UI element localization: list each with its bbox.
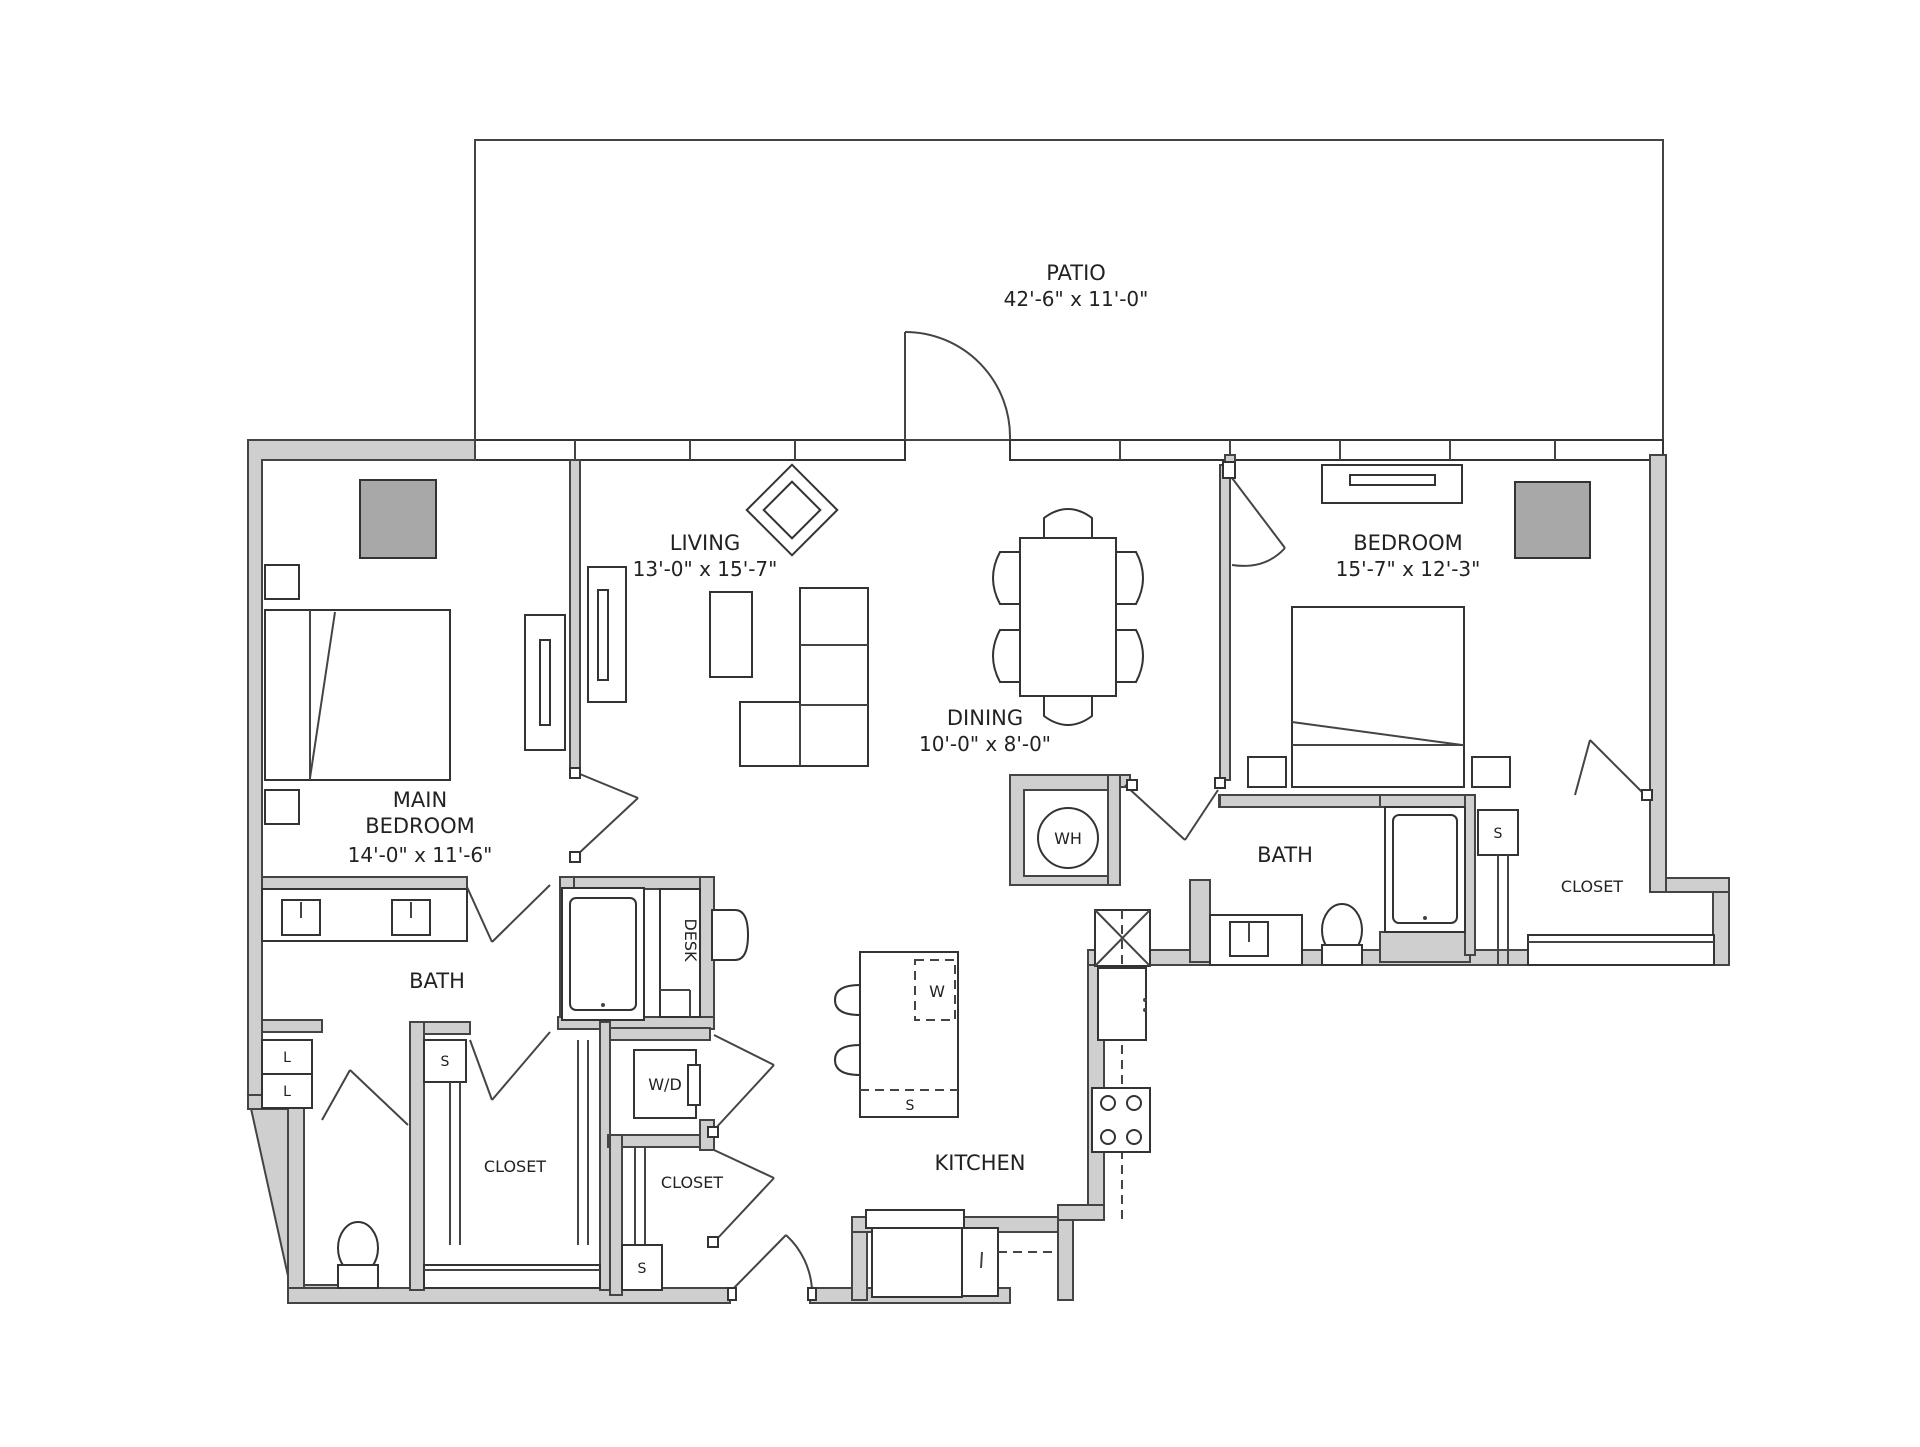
dining-dims: 10'-0" x 8'-0"	[919, 732, 1051, 756]
dining-name: DINING	[947, 706, 1023, 730]
laundry: W/D	[633, 1034, 775, 1138]
main-bath-wc-door	[321, 1069, 409, 1126]
patio-door	[904, 331, 1012, 441]
dishwasher-label: W	[929, 982, 945, 1001]
entry-door	[727, 1234, 817, 1301]
dining-chairs	[992, 508, 1144, 726]
desk-chair	[711, 909, 750, 961]
hall-closet-name: CLOSET	[661, 1173, 723, 1192]
main-bath-vanity	[261, 888, 468, 942]
nightstand-right	[1471, 756, 1511, 788]
linen-shelves: L L	[261, 1039, 313, 1109]
tv-console	[587, 566, 627, 703]
main-bedroom-name-line1: MAIN	[393, 788, 447, 812]
patio-name: PATIO	[1046, 261, 1106, 285]
dining-table	[1019, 537, 1117, 697]
nightstand-left	[1247, 756, 1287, 788]
hall-closet-shelf-label: S	[638, 1261, 647, 1277]
kitchen-name: KITCHEN	[935, 1151, 1026, 1175]
main-bedroom-dims: 14'-0" x 11'-6"	[348, 843, 493, 867]
main-closet-door	[469, 1031, 551, 1101]
interior-walls	[261, 454, 1381, 1296]
living-room: LIVING 13'-0" x 15'-7"	[587, 463, 869, 767]
wall-right	[1649, 454, 1667, 893]
second-bath-vanity	[1209, 914, 1303, 966]
bedroom-closet-name: CLOSET	[1561, 877, 1623, 896]
bedroom-closet-shelf-label: S	[1494, 826, 1503, 842]
main-bedroom-window-seat	[359, 479, 437, 559]
main-bedroom-door	[569, 767, 639, 863]
dining-room: DINING 10'-0" x 8'-0"	[919, 508, 1144, 756]
water-heater: WH	[1037, 777, 1226, 869]
main-closet-name: CLOSET	[484, 1157, 546, 1176]
sofa	[739, 587, 869, 767]
desk-nook: DESK	[659, 888, 750, 1018]
kitchen-sink	[1097, 967, 1147, 1041]
main-closet: S CLOSET	[423, 1031, 601, 1289]
linen-label-1: L	[283, 1050, 291, 1066]
second-bath-tub	[1384, 806, 1466, 933]
kitchen-counter	[1091, 909, 1151, 1220]
kitchen-island: W S	[859, 951, 959, 1118]
bedroom: BEDROOM 15'-7" x 12'-3"	[1222, 461, 1653, 801]
main-bath-tub	[561, 887, 645, 1021]
hall-closet: S CLOSET	[621, 1147, 775, 1291]
bedroom-dims: 15'-7" x 12'-3"	[1336, 557, 1481, 581]
water-heater-label: WH	[1054, 829, 1082, 848]
main-bedroom-name-line2: BEDROOM	[365, 814, 475, 838]
bedroom-door	[1222, 461, 1286, 567]
linen-label-2: L	[283, 1084, 291, 1100]
cooktop	[1091, 1087, 1151, 1153]
patio-dims: 42'-6" x 11'-0"	[1004, 287, 1149, 311]
main-bath-toilet	[337, 1221, 379, 1289]
bedroom-window-seat	[1514, 481, 1591, 559]
hall-closet-door	[707, 1149, 775, 1248]
washer-dryer-label: W/D	[648, 1075, 682, 1094]
island-sink-label: S	[906, 1098, 915, 1114]
second-bath: BATH	[1209, 806, 1466, 966]
armchair	[745, 463, 839, 557]
main-bath-name: BATH	[409, 969, 465, 993]
main-bath-door	[466, 884, 551, 943]
window-strip	[474, 439, 1664, 461]
main-bedroom: MAIN BEDROOM 14'-0" x 11'-6"	[264, 479, 639, 867]
laundry-door	[707, 1034, 775, 1138]
living-dims: 13'-0" x 15'-7"	[633, 557, 778, 581]
coffee-table	[709, 591, 753, 678]
living-name: LIVING	[670, 531, 740, 555]
main-bed	[264, 609, 451, 781]
bedroom-closet-door	[1574, 739, 1653, 801]
kitchen: W S	[833, 909, 1151, 1298]
wall-bottom-left	[287, 1287, 731, 1304]
main-bedroom-dresser	[524, 614, 566, 751]
second-bath-name: BATH	[1257, 843, 1313, 867]
bedroom-radiator	[1321, 464, 1463, 504]
second-bath-toilet	[1321, 903, 1363, 966]
main-closet-shelf-label: S	[441, 1054, 450, 1070]
desk-label: DESK	[681, 918, 700, 962]
fridge-pantry	[865, 1209, 1058, 1298]
bedroom-name: BEDROOM	[1353, 531, 1463, 555]
wh-door	[1124, 777, 1226, 841]
bedroom-bed	[1291, 606, 1465, 788]
main-bath: L L BATH	[261, 884, 645, 1289]
island-stools	[833, 983, 861, 1077]
bedroom-closet: S CLOSET	[1477, 809, 1715, 966]
